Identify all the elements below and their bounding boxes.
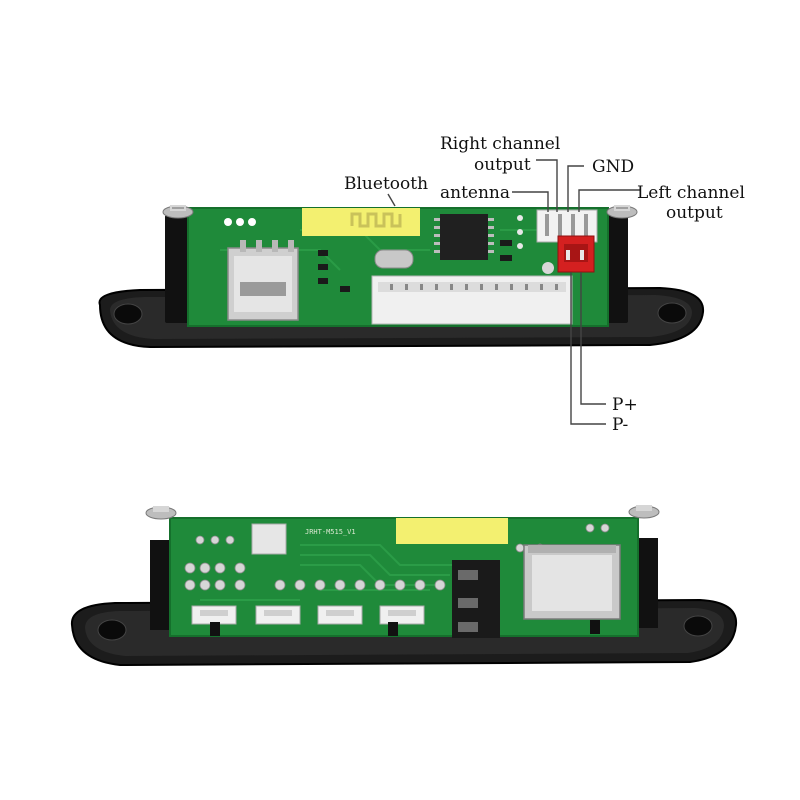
chip-square: [251, 523, 287, 555]
ribbon-connector: [371, 275, 573, 325]
mount-hole-right: [657, 302, 687, 324]
rear-connector-3: [317, 605, 363, 625]
mount-hole-left: [113, 303, 143, 325]
label-p-minus: P-: [612, 415, 628, 435]
label-antenna: antenna: [440, 183, 510, 203]
annotation-lines: [387, 159, 640, 425]
rear-connector-1: [191, 605, 237, 625]
mount-hole-right-rear: [683, 615, 713, 637]
label-left-channel-line2: output: [666, 203, 723, 223]
label-right-channel-line2: output: [474, 155, 531, 175]
label-left-channel-line1: Left channel: [637, 183, 745, 203]
sd-card-slot: [523, 544, 621, 620]
screw-right-rear: [628, 505, 660, 519]
screw-right: [606, 205, 638, 219]
power-connector: [557, 235, 595, 273]
top-module: [98, 205, 705, 349]
label-bluetooth: Bluetooth: [344, 174, 428, 194]
rear-connector-2: [255, 605, 301, 625]
audio-jack: [452, 560, 500, 638]
antenna-trace: [350, 212, 402, 228]
label-gnd: GND: [592, 157, 634, 177]
antenna-area-rear: [396, 518, 508, 544]
label-p-plus: P+: [612, 395, 638, 415]
bottom-module: JRHT-M515_V1: [70, 505, 738, 667]
annotation-labels: Right channel output GND Bluetooth anten…: [344, 134, 745, 435]
label-right-channel-line1: Right channel: [440, 134, 560, 154]
screw-left-rear: [145, 506, 177, 520]
usb-port: [227, 240, 299, 321]
board-id-text: JRHT-M515_V1: [305, 528, 356, 536]
pillar-left: [165, 215, 191, 323]
rear-connector-4: [379, 605, 425, 625]
mount-hole-left-rear: [97, 619, 127, 641]
crystal-oscillator: [374, 249, 414, 269]
screw-left: [162, 205, 194, 219]
main-chip: [434, 214, 494, 260]
